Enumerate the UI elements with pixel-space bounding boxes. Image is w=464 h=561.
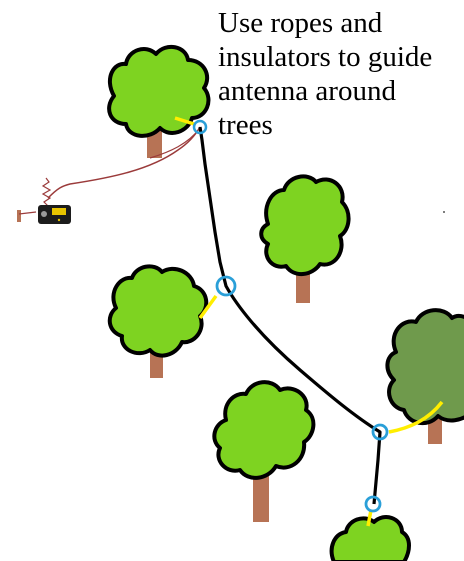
tree-foliage	[212, 380, 316, 480]
ground-stake-icon	[17, 210, 37, 222]
insulators	[192, 119, 389, 513]
insulator-ring-icon	[215, 275, 237, 297]
caption-line: antenna around	[218, 75, 396, 107]
support-rope	[388, 400, 444, 434]
tree-foliage	[259, 174, 351, 276]
support-ropes	[174, 116, 444, 527]
tree-trunk	[253, 468, 269, 522]
caption-line: insulators to guide	[218, 41, 433, 73]
tree-bottom	[329, 515, 411, 561]
support-rope	[366, 509, 373, 527]
support-rope	[174, 116, 195, 126]
radio-transceiver-icon	[38, 205, 71, 224]
caption-line: Use ropes and	[218, 7, 383, 39]
tree-middle-left	[107, 264, 209, 378]
tree-foliage	[385, 308, 464, 426]
tree-foliage	[329, 515, 411, 561]
caption-line: trees	[218, 109, 273, 141]
support-rope	[198, 294, 218, 320]
stray-dot	[443, 211, 445, 213]
feedline	[41, 126, 201, 207]
caption: Use ropes and insulators to guide antenn…	[218, 6, 464, 142]
tree-trunk	[296, 268, 310, 303]
feedline-wire	[47, 126, 201, 199]
insulator-ring-icon	[364, 495, 382, 513]
tree-top-left	[107, 44, 211, 158]
tree-upper-middle	[259, 174, 351, 303]
feedline-coil	[41, 177, 52, 207]
tree-lower-middle	[212, 380, 316, 522]
tree-foliage	[107, 44, 211, 138]
insulator-ring-icon	[192, 119, 208, 135]
tree-foliage	[107, 264, 209, 358]
tree-right-edge	[385, 308, 464, 444]
insulator-ring-icon	[371, 423, 389, 441]
